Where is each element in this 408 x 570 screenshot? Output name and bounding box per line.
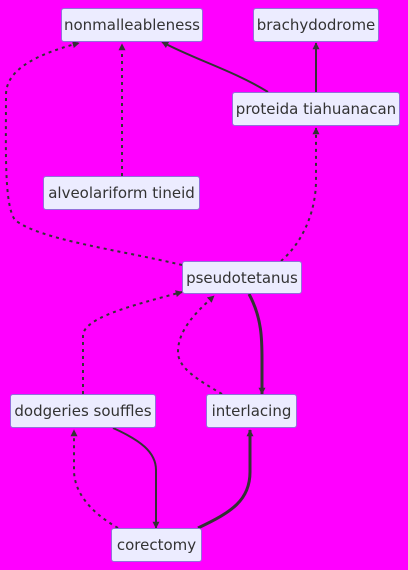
node-label: interlacing [211,402,292,420]
node-dodgeries-souffles[interactable]: dodgeries souffles [10,394,156,428]
edge-pseudotetanus-to-interlacing [247,293,266,395]
node-label: corectomy [116,536,197,554]
edge-dodgeries-to-pseudotetanus [82,290,183,394]
node-label: alveolariform tineid [48,184,195,202]
node-corectomy[interactable]: corectomy [111,528,202,562]
node-nonmalleableness[interactable]: nonmalleableness [61,8,203,42]
edge-pseudotetanus-to-nonmalleableness [4,41,183,266]
edge-pseudotetanus-to-proteida [280,127,320,262]
node-alveolariform-tineid[interactable]: alveolariform tineid [43,176,200,210]
node-interlacing[interactable]: interlacing [206,394,297,428]
node-brachydodrome[interactable]: brachydodrome [253,8,379,42]
edge-proteida-to-nonmalleableness [161,41,269,93]
node-label: nonmalleableness [63,16,201,34]
node-label: pseudotetanus [186,268,298,287]
node-proteida-tiahuanacan[interactable]: proteida tiahuanacan [232,92,400,126]
edge-dodgeries-to-corectomy [112,427,160,529]
edge-corectomy-to-dodgeries [70,429,119,529]
edge-corectomy-to-interlacing [197,429,254,530]
node-pseudotetanus[interactable]: pseudotetanus [182,261,302,294]
node-label: dodgeries souffles [14,402,152,420]
edge-interlacing-to-pseudotetanus [176,295,223,395]
node-label: brachydodrome [256,16,376,34]
node-label: proteida tiahuanacan [235,100,397,118]
